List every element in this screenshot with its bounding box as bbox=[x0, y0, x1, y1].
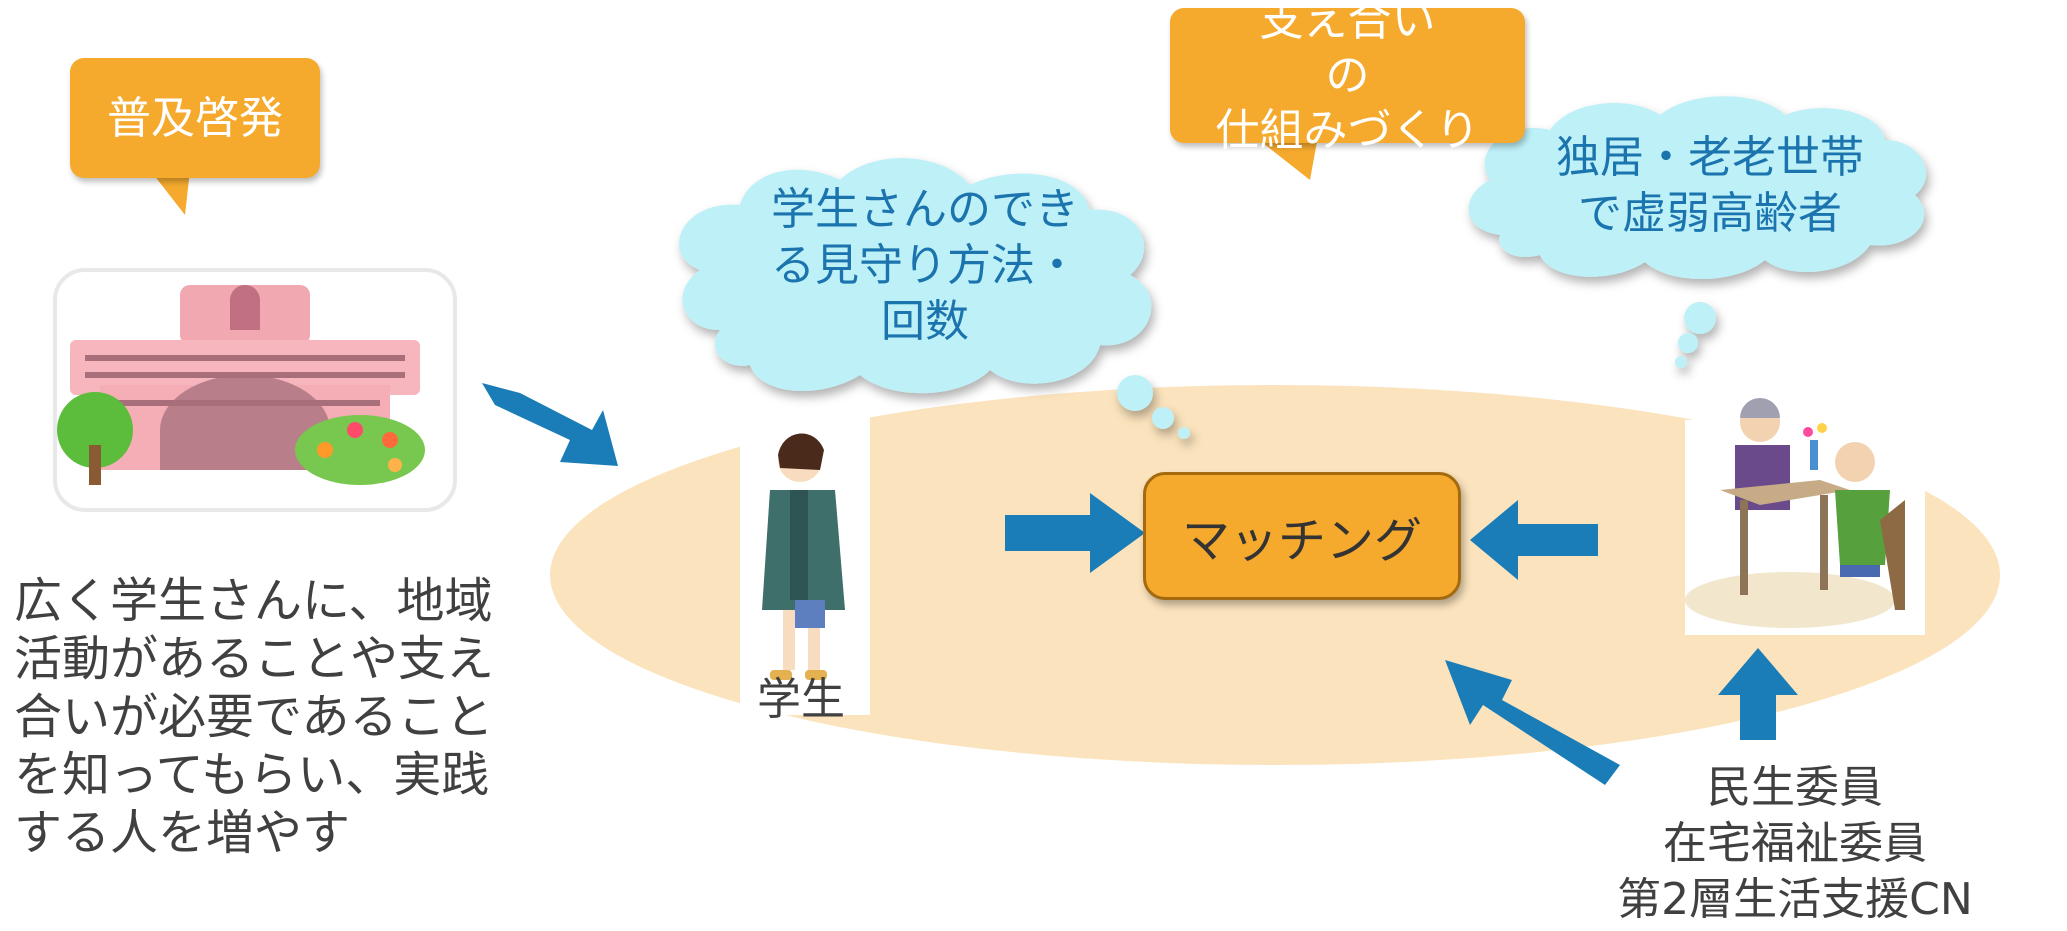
arrow-school-to-ellipse bbox=[482, 383, 618, 466]
arrow-student-to-matching bbox=[1005, 493, 1145, 573]
left-description: 広く学生さんに、地域 活動があることや支え 合いが必要であること を知ってもらい… bbox=[14, 573, 495, 862]
arrow-supporters-to-elderly bbox=[1718, 648, 1798, 740]
arrow-supporters-to-matching bbox=[1445, 660, 1620, 785]
arrow-elderly-to-matching bbox=[1470, 500, 1598, 580]
supporters-text: 民生委員 在宅福祉委員 第2層生活支援CN bbox=[1617, 762, 1973, 925]
student-figure-icon bbox=[740, 415, 870, 715]
callout-promotion-text: 普及啓発 bbox=[107, 92, 283, 144]
callout-mutual-support: 支え合い の 仕組みづくり bbox=[1170, 0, 1525, 156]
thought-cloud-elderly bbox=[1468, 96, 1927, 368]
callout-tail-promotion bbox=[150, 170, 190, 215]
cloud-student-text: 学生さんのでき る見守り方法・ 回数 bbox=[771, 184, 1079, 347]
elderly-couple-icon bbox=[1685, 398, 1925, 635]
thought-cloud-student bbox=[679, 158, 1190, 439]
school-building-icon bbox=[53, 268, 457, 512]
cloud-elderly-text: 独居・老老世帯 で虚弱高齢者 bbox=[1556, 132, 1864, 239]
matching-box: マッチング bbox=[1143, 472, 1461, 600]
student-label: 学生 bbox=[757, 674, 845, 725]
arrows bbox=[482, 383, 1798, 785]
callout-mutual-support-text: 支え合い の 仕組みづくり bbox=[1215, 0, 1480, 156]
matching-label: マッチング bbox=[1181, 513, 1422, 569]
callout-promotion: 普及啓発 bbox=[70, 58, 320, 178]
